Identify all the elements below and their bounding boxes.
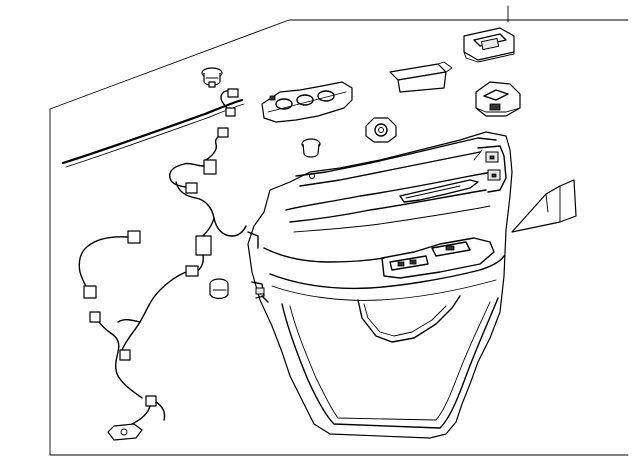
wiring-harness-lower [78, 230, 187, 441]
window-switch [475, 81, 521, 117]
pull-handle-bezel [261, 81, 353, 123]
weatherstrip [61, 98, 245, 168]
handle-cover [389, 61, 453, 93]
window-switch-bezel [463, 27, 515, 63]
enclosure-frame [49, 19, 629, 456]
door-trim-panel [247, 131, 513, 439]
push-pin-clip [201, 67, 223, 88]
speaker-grommet [365, 117, 397, 143]
retainer-clip [301, 138, 321, 158]
wiring-harness-upper [169, 88, 247, 277]
side-trim-cap [511, 179, 577, 233]
lower-grommet [209, 278, 229, 300]
